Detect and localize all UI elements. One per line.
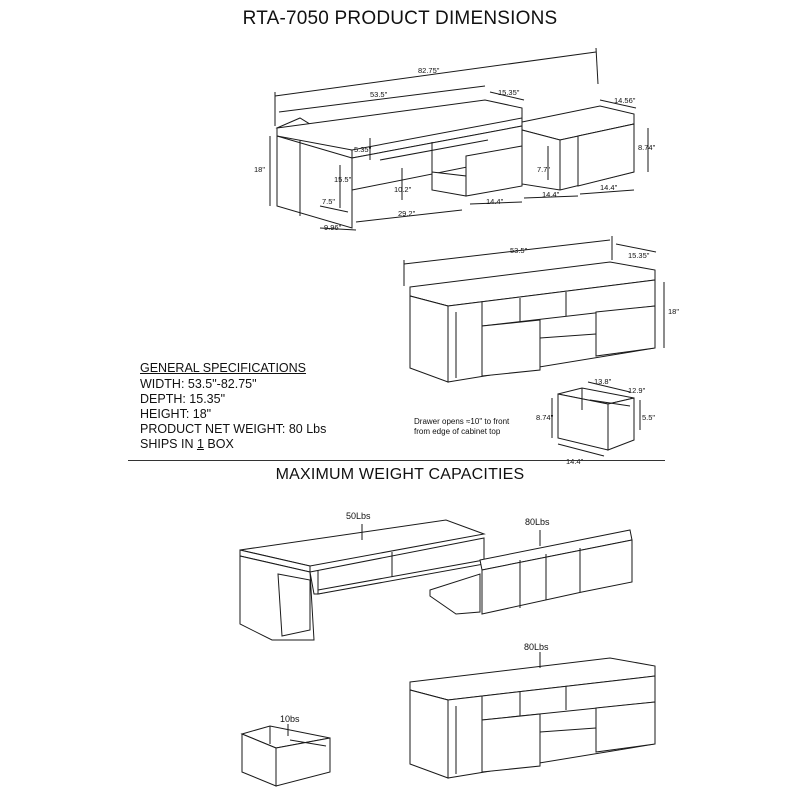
dim-drawer-c: 14.4": [600, 183, 618, 192]
extended-unit-drawing: [269, 47, 649, 231]
dim-drawer-width: 13.8": [594, 377, 612, 386]
dim-mid-height: 18": [668, 307, 679, 316]
dim-drawer-inner-height: 5.5": [642, 413, 655, 422]
drawer-note-line2: from edge of cabinet top: [414, 427, 501, 436]
drawer-note-line1: Drawer opens ≈10" to front: [414, 417, 510, 426]
dim-total-height: 18": [254, 165, 265, 174]
weight-drawer-label: 10bs: [280, 714, 300, 724]
dim-span: 29.2": [398, 209, 416, 218]
page-title: RTA-7050 PRODUCT DIMENSIONS: [242, 8, 558, 29]
weight-top-left-label: 50Lbs: [346, 511, 371, 521]
dim-side-height: 15.5": [334, 175, 352, 184]
weight-top-right-label: 80Lbs: [525, 517, 550, 527]
general-specifications: GENERAL SPECIFICATIONS WIDTH: 53.5"-82.7…: [140, 361, 326, 452]
dim-drawer-front: 14.4": [566, 457, 584, 466]
dim-right-height: 8.74": [638, 143, 656, 152]
spec-depth: DEPTH: 15.35": [140, 392, 226, 406]
weight-extended-drawing: [239, 519, 633, 641]
dim-left-width: 9.96": [324, 223, 342, 232]
weight-drawer-drawing: [240, 724, 331, 787]
ships-count: 1: [196, 437, 204, 451]
weight-collapsed-drawing: [409, 652, 656, 779]
spec-ships: SHIPS IN 1 BOX: [140, 437, 326, 452]
dim-total-width: 82.75": [418, 66, 440, 75]
drawer-drawing: [551, 381, 641, 457]
dim-right-depth: 14.56": [614, 96, 636, 105]
weight-capacities-title: MAXIMUM WEIGHT CAPACITIES: [275, 466, 525, 483]
dim-mid-width: 53.5": [510, 246, 528, 255]
dim-drawer-height: 8.74": [536, 413, 554, 422]
dim-drawer-depth: 12.9": [628, 386, 646, 395]
drawer-note: Drawer opens ≈10" to front from edge of …: [414, 417, 509, 437]
ships-suffix: BOX: [203, 437, 234, 451]
dim-mid-depth: 15.35": [628, 251, 650, 260]
dim-cubby-height: 7.7": [537, 165, 550, 174]
section-divider: [128, 460, 665, 461]
dim-shelf-height: 5.35": [354, 145, 372, 154]
dim-left-inner: 7.5": [322, 197, 335, 206]
collapsed-unit-drawing: [403, 236, 665, 383]
spec-weight: PRODUCT NET WEIGHT: 80 Lbs: [140, 422, 327, 436]
spec-height: HEIGHT: 18": [140, 407, 212, 421]
dim-inner-height: 10.2": [394, 185, 412, 194]
weight-bottom-unit-label: 80Lbs: [524, 642, 549, 652]
dim-top-width: 53.5": [370, 90, 388, 99]
specs-heading: GENERAL SPECIFICATIONS: [140, 361, 307, 375]
dim-top-depth: 15.35": [498, 88, 520, 97]
dim-drawer-b: 14.4": [542, 190, 560, 199]
dim-drawer-a: 14.4": [486, 197, 504, 206]
ships-prefix: SHIPS IN: [140, 437, 197, 451]
spec-width: WIDTH: 53.5"-82.75": [140, 377, 257, 391]
